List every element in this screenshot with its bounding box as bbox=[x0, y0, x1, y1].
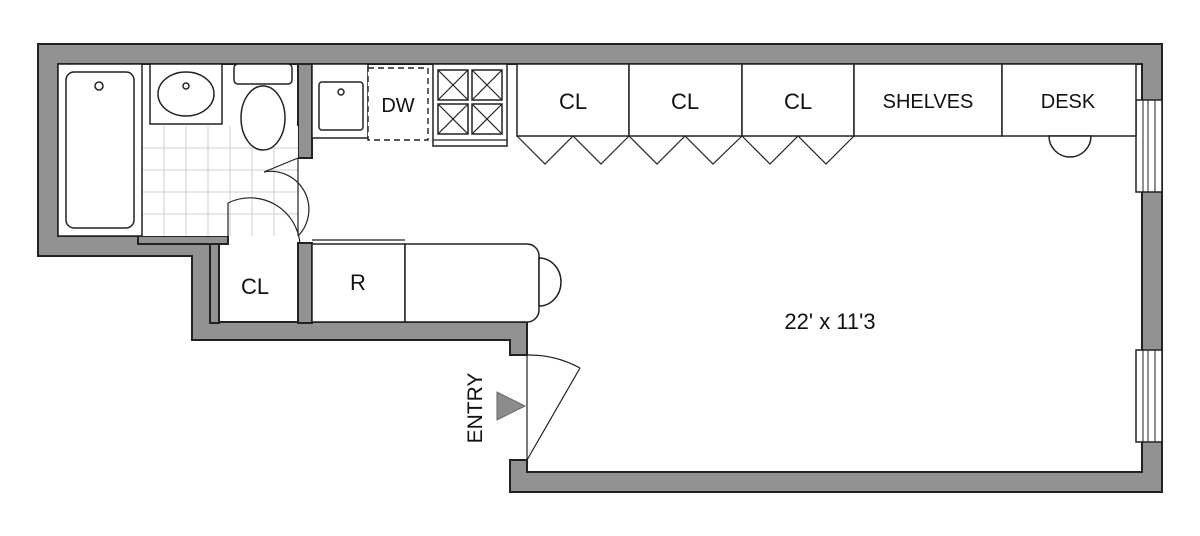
window-upper bbox=[1135, 99, 1163, 193]
bathtub bbox=[57, 63, 143, 237]
kitchen-sink bbox=[311, 63, 369, 139]
bath-wall-bottom bbox=[137, 235, 229, 245]
stove bbox=[432, 63, 508, 147]
window-lower bbox=[1135, 349, 1163, 443]
closet-3-label: CL bbox=[784, 89, 812, 114]
entry-door bbox=[526, 354, 581, 461]
desk-label: DESK bbox=[1041, 91, 1096, 113]
hall-closet-wall-right bbox=[297, 242, 313, 324]
hall-closet-wall-left bbox=[209, 242, 220, 324]
entry-arrow-icon bbox=[496, 391, 527, 421]
hall-closet-label: CL bbox=[241, 274, 269, 299]
hall-closet-door bbox=[227, 197, 301, 245]
dishwasher-label: DW bbox=[381, 95, 414, 117]
bath-kitchen-wall bbox=[297, 63, 313, 159]
toilet bbox=[233, 63, 293, 151]
desk-chair bbox=[1048, 135, 1092, 158]
dishwasher: DW bbox=[367, 67, 429, 141]
refrigerator: R bbox=[311, 239, 406, 323]
closet-2-label: CL bbox=[671, 89, 699, 114]
kitchen-counter bbox=[404, 243, 562, 323]
closet-1-label: CL bbox=[559, 89, 587, 114]
bathroom-sink bbox=[149, 63, 223, 125]
closet-doors bbox=[516, 135, 855, 165]
room-dimensions: 22' x 11'3 bbox=[784, 309, 875, 334]
entry-label: ENTRY bbox=[464, 373, 487, 444]
shelves-label: SHELVES bbox=[883, 91, 974, 113]
refrigerator-label: R bbox=[350, 270, 366, 295]
bathroom-door bbox=[263, 157, 310, 237]
